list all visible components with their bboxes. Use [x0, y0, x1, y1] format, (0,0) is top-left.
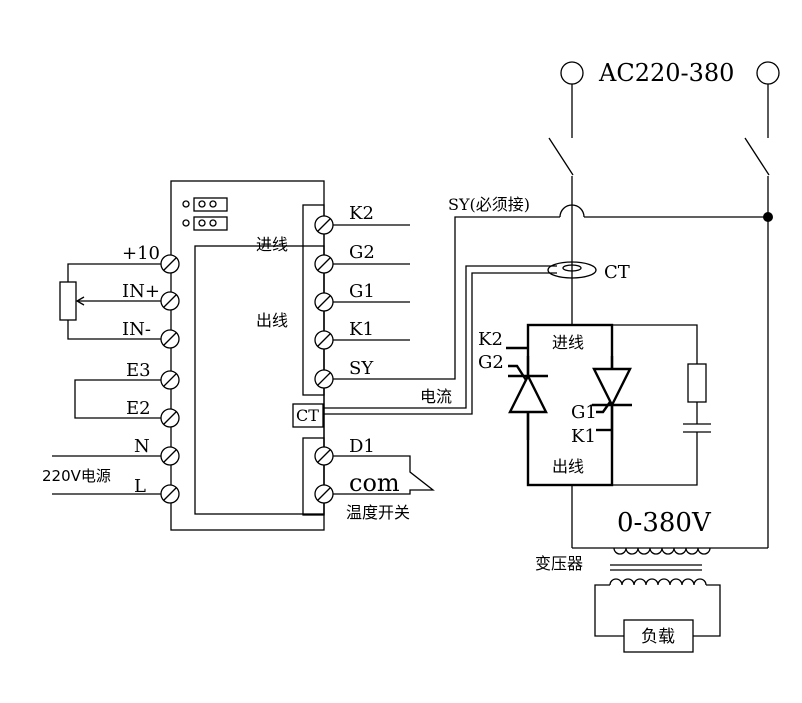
supply-label: AC220-380 [598, 59, 734, 87]
breaker-switch [548, 84, 770, 548]
sy-wire [333, 216, 560, 380]
terminal-label: N [134, 436, 150, 457]
module-in-label: 进线 [552, 333, 584, 352]
load-circuit: 负载 [594, 584, 721, 653]
gate-label-k2: K2 [478, 329, 503, 350]
terminal-screw [314, 446, 334, 466]
terminal-screw [160, 254, 180, 274]
terminal-screw [160, 291, 180, 311]
left-terminal-strip [160, 254, 180, 504]
terminal-screw [314, 292, 334, 312]
terminal-label: D1 [349, 436, 375, 457]
terminal-screw [160, 408, 180, 428]
gate-label-g1: G1 [571, 402, 597, 423]
output-voltage-label: 0-380V [617, 508, 712, 538]
left-terminal-labels: +10 IN+ IN- E3 E2 N L 220V电源 [42, 243, 160, 497]
power-label: 220V电源 [42, 467, 111, 485]
terminal-label: K2 [349, 203, 374, 224]
terminal-label: E3 [126, 360, 151, 381]
terminal-label: G2 [349, 242, 375, 263]
thyristor-module: 进线 出线 K2 G2 G1 K1 [478, 323, 632, 487]
ct-sensor: CT [547, 261, 630, 283]
load-label: 负载 [641, 627, 675, 647]
controller-inner-panel [194, 245, 325, 515]
side-label-in: 进线 [256, 235, 288, 254]
terminal-screw [160, 370, 180, 390]
scr-right-icon [592, 367, 632, 408]
ct-wire-outer [323, 265, 557, 409]
controller-board: CT [170, 180, 325, 531]
gate-label-k1: K1 [571, 426, 596, 447]
terminal-label: IN- [122, 319, 151, 340]
gate-label-g2: G2 [478, 352, 504, 373]
terminal-label: IN+ [122, 281, 160, 302]
potentiometer [59, 263, 161, 340]
terminal-label: G1 [349, 281, 375, 302]
supply-terminal-left [560, 61, 584, 85]
snubber-resistor [687, 363, 707, 403]
terminal-label: E2 [126, 398, 151, 419]
terminal-screw [314, 215, 334, 235]
terminal-screw [314, 254, 334, 274]
terminal-label: K1 [349, 319, 374, 340]
right-terminal-labels: K2 G2 G1 K1 SY D1 com 进线 出线 温度开关 [256, 203, 410, 522]
ct-port-label: CT [296, 406, 319, 425]
terminal-screw [160, 329, 180, 349]
supply-terminals: AC220-380 [560, 59, 780, 87]
e3-e2-jumper [74, 379, 161, 419]
transformer-label: 变压器 [535, 554, 583, 573]
ct-wire-inner [323, 272, 557, 415]
current-label: 电流 [420, 387, 452, 406]
side-label-out: 出线 [256, 311, 288, 330]
terminal-screw [160, 484, 180, 504]
temp-switch-label: 温度开关 [346, 503, 410, 522]
right-bottom-strip [302, 437, 325, 516]
scr-left-icon [508, 373, 548, 414]
sy-note: SY(必须接) [448, 195, 530, 214]
terminal-label: L [134, 476, 146, 497]
ct-port-box [292, 403, 324, 428]
terminal-screw [314, 369, 334, 389]
ct-sensor-label: CT [604, 262, 630, 283]
transformer: 变压器 [535, 547, 711, 586]
terminal-screw [314, 484, 334, 504]
terminal-label: SY [349, 358, 374, 379]
terminal-screw [160, 446, 180, 466]
load-box [623, 619, 694, 653]
jumper-block [182, 197, 228, 231]
rc-snubber [612, 324, 711, 486]
terminal-label: com [349, 469, 400, 497]
module-out-label: 出线 [552, 457, 584, 476]
signal-wires [333, 224, 435, 495]
terminal-label: +10 [122, 243, 160, 264]
supply-terminal-right [756, 61, 780, 85]
controller-outline [170, 180, 325, 531]
terminal-screw [314, 330, 334, 350]
